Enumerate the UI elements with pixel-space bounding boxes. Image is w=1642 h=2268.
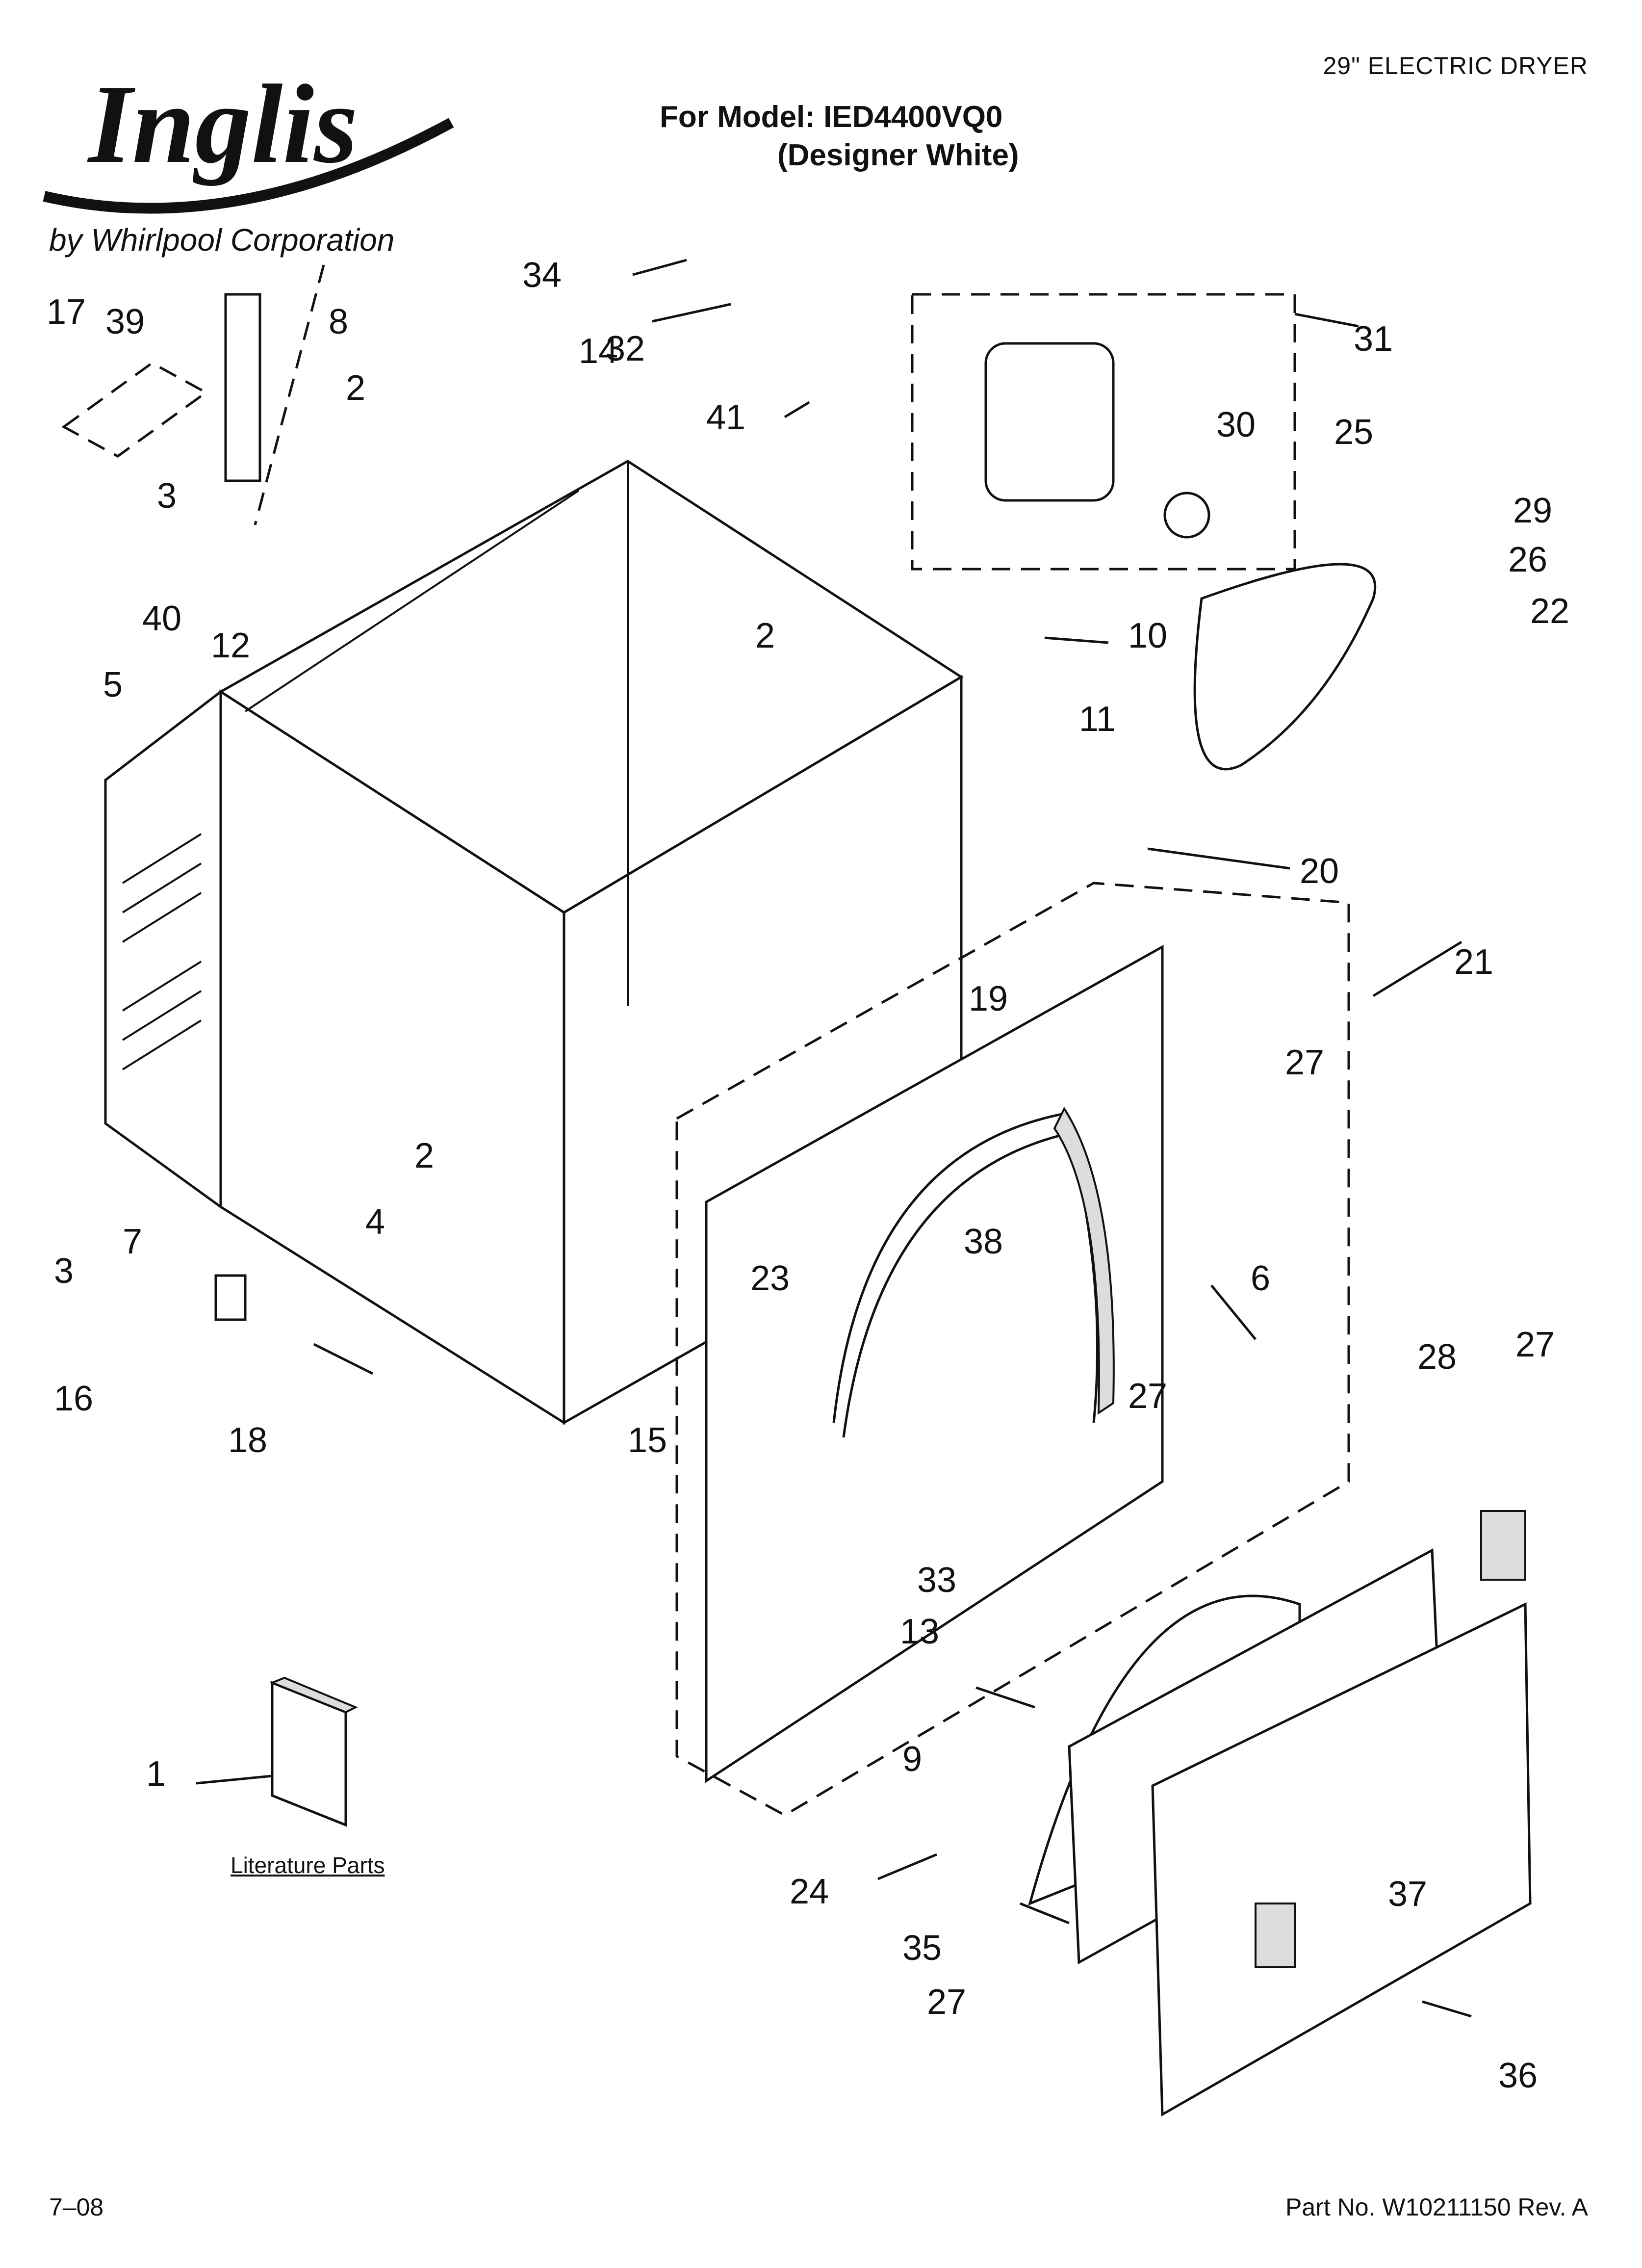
callout-27c: 27	[1515, 1325, 1555, 1364]
literature-book	[269, 1676, 358, 1827]
callout-5: 5	[103, 665, 123, 704]
callout-4: 4	[365, 1202, 385, 1242]
callout-34: 34	[522, 256, 562, 295]
callout-3a: 3	[157, 476, 177, 516]
callout-19: 19	[969, 979, 1008, 1018]
callout-39: 39	[105, 302, 145, 341]
callout-30: 30	[1216, 405, 1256, 444]
callout-35: 35	[902, 1929, 942, 1968]
callout-28: 28	[1417, 1337, 1457, 1377]
callout-23: 23	[750, 1259, 790, 1298]
color-line: (Designer White)	[777, 138, 1019, 172]
inglis-logo: Inglis	[29, 34, 471, 223]
callout-10: 10	[1128, 616, 1167, 655]
model-line: For Model: IED4400VQ0	[660, 100, 1003, 134]
footer-date: 7–08	[49, 2193, 104, 2221]
leader-lines	[196, 259, 1472, 2018]
callout-2b: 2	[755, 616, 775, 655]
terminal-block	[224, 293, 261, 482]
callout-26: 26	[1508, 540, 1547, 579]
literature-parts-label: Literature Parts	[231, 1852, 385, 1878]
callout-27d: 27	[927, 1982, 966, 2022]
brand-tagline: by Whirlpool Corporation	[49, 222, 395, 258]
callout-24: 24	[790, 1872, 829, 1911]
callout-12: 12	[211, 626, 250, 665]
callout-40: 40	[142, 599, 181, 638]
motor-box	[911, 293, 1296, 571]
callout-21: 21	[1454, 942, 1493, 982]
callout-15: 15	[628, 1421, 667, 1460]
callout-7: 7	[123, 1222, 142, 1261]
callout-38: 38	[964, 1222, 1003, 1261]
callout-11: 11	[1079, 700, 1116, 739]
door-seal	[1053, 1106, 1115, 1415]
door-hinge	[1480, 1510, 1526, 1581]
callout-37: 37	[1388, 1875, 1427, 1914]
front-panel	[705, 944, 1164, 1783]
callout-27a: 27	[1285, 1043, 1324, 1082]
callout-13: 13	[900, 1612, 939, 1651]
callout-32: 32	[606, 329, 645, 368]
footer-part-number: Part No. W10211150 Rev. A	[1285, 2193, 1588, 2221]
product-title: 29" ELECTRIC DRYER	[1323, 52, 1588, 79]
callout-20: 20	[1300, 852, 1339, 891]
callout-2a: 2	[346, 368, 365, 408]
callout-16: 16	[54, 1379, 93, 1418]
callout-22: 22	[1530, 592, 1569, 631]
callout-18: 18	[228, 1421, 267, 1460]
terminal-nut-group	[61, 362, 208, 458]
drive-belt	[1193, 563, 1377, 771]
callout-6: 6	[1251, 1259, 1270, 1298]
leveling-leg	[214, 1274, 247, 1321]
callout-17: 17	[47, 292, 86, 332]
model-heading: For Model: IED4400VQ0 (Designer White)	[660, 98, 1019, 175]
callout-1: 1	[146, 1754, 166, 1794]
callout-2c: 2	[414, 1136, 434, 1175]
callout-9: 9	[902, 1740, 922, 1779]
callout-8: 8	[329, 302, 348, 341]
callout-14: 14	[579, 332, 618, 371]
callout-33: 33	[917, 1561, 956, 1600]
callout-27b: 27	[1128, 1377, 1167, 1416]
door-handle	[1255, 1903, 1296, 1968]
svg-text:Inglis: Inglis	[87, 61, 358, 186]
callout-3b: 3	[54, 1251, 74, 1291]
door-assembly	[1028, 1548, 1532, 2117]
callout-31: 31	[1354, 319, 1393, 359]
callout-29: 29	[1513, 491, 1552, 530]
callout-36: 36	[1498, 2056, 1538, 2095]
callout-41: 41	[706, 398, 745, 437]
callout-25: 25	[1334, 413, 1373, 452]
callout-numbers: 1 2 2 2 3 3 4 5 6 7 8 9 10 11 12 13 14 1…	[47, 256, 1569, 2095]
side-panel	[104, 689, 222, 1209]
